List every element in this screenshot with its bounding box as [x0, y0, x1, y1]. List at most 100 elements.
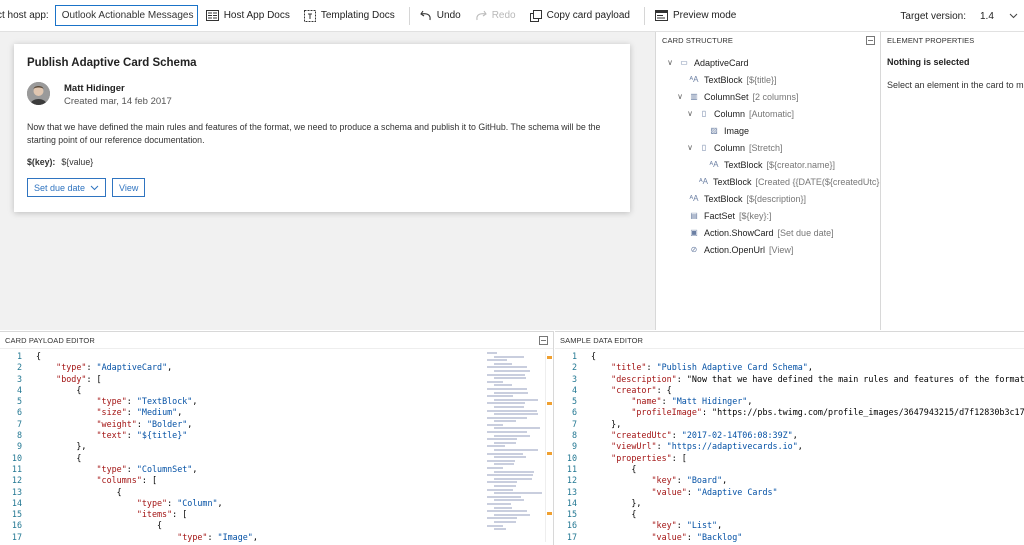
tree-item-hint: [${title}] [746, 74, 777, 85]
host-app-select[interactable]: Outlook Actionable Messages [54, 5, 198, 26]
tree-item-column[interactable]: ∨▯Column[Automatic] [657, 105, 880, 122]
tree-item-column[interactable]: ∨▯Column[Stretch] [657, 139, 880, 156]
payload-minimap[interactable] [487, 352, 545, 542]
tree-item-hint: [${description}] [746, 193, 807, 204]
undo-button[interactable]: Undo [420, 10, 461, 21]
tree-item-hint: [2 columns] [752, 91, 799, 102]
code-text: "type": "Column", [136, 497, 223, 508]
minimap-line [487, 452, 523, 455]
target-version-select[interactable]: 1.4 [980, 11, 1018, 22]
code-line: 17 "type": "Image", [0, 532, 553, 543]
tree-item-label: Image [724, 125, 750, 136]
chevron-down-icon[interactable]: ∨ [687, 143, 693, 152]
code-text: }, [591, 418, 622, 429]
line-number: 4 [16, 384, 22, 395]
code-text: { [591, 351, 597, 361]
payload-editor-title: CARD PAYLOAD EDITOR [5, 335, 95, 345]
minimap-line [494, 484, 516, 487]
tree-item-label: TextBlock [712, 176, 752, 187]
collapse-icon[interactable] [866, 36, 875, 45]
code-text: "type": "TextBlock", [96, 396, 198, 407]
column-icon: ▯ [701, 143, 707, 152]
code-line: 15 { [555, 509, 1024, 520]
line-number: 13 [566, 486, 577, 497]
redo-button[interactable]: Redo [475, 10, 516, 21]
line-number: 17 [566, 531, 577, 542]
code-line: 13 "value": "Adaptive Cards" [555, 487, 1024, 498]
preview-mode-button[interactable]: Preview mode [654, 10, 737, 21]
code-line: 14 }, [555, 498, 1024, 509]
chevron-down-icon[interactable]: ∨ [667, 58, 673, 67]
fact-value: ${value} [61, 157, 94, 167]
code-text: "type": "ColumnSet", [96, 463, 198, 474]
code-text: { [591, 509, 637, 520]
minimap-line [487, 459, 515, 462]
line-number: 4 [571, 384, 577, 395]
template-icon [303, 9, 316, 22]
line-number: 6 [571, 407, 577, 418]
undo-label: Undo [436, 10, 461, 21]
code-line: 7 }, [555, 419, 1024, 430]
code-line: 8 "text": "${title}" [0, 430, 553, 441]
code-line: 11 { [555, 464, 1024, 475]
templating-docs-button[interactable]: Templating Docs [303, 9, 395, 22]
minimap-line [487, 387, 527, 390]
copy-payload-button[interactable]: Copy card payload [529, 9, 630, 22]
creator-row: Matt Hidinger Created mar, 14 feb 2017 [27, 81, 617, 107]
minimap-line [494, 362, 512, 365]
code-text: "weight": "Bolder", [96, 418, 193, 429]
set-due-date-button[interactable]: Set due date [27, 178, 107, 197]
view-button[interactable]: View [112, 178, 146, 197]
preview-mode-label: Preview mode [672, 10, 737, 21]
tree-item-label: Column [714, 142, 746, 153]
minimap-line [494, 528, 506, 531]
collapse-icon[interactable] [539, 335, 548, 345]
tree-item-action-showcard[interactable]: ▣Action.ShowCard[Set due date] [657, 224, 880, 241]
minimap-line [487, 402, 525, 405]
chevron-down-icon[interactable]: ∨ [677, 92, 683, 101]
chevron-down-icon[interactable]: ∨ [687, 109, 693, 118]
payload-scrollbar[interactable] [545, 352, 553, 542]
minimap-line [487, 474, 533, 477]
code-text: "size": "Medium", [96, 407, 183, 418]
code-line: 10 "properties": [ [555, 453, 1024, 464]
line-number: 7 [16, 418, 22, 429]
tree-item-label: Column [714, 108, 746, 119]
data-code-area[interactable]: 1{2 "title": "Publish Adaptive Card Sche… [555, 351, 1024, 545]
payload-code-area[interactable]: 1{2 "type": "AdaptiveCard",3 "body": [4 … [0, 351, 553, 545]
tree-item-factset[interactable]: ▤FactSet[${key}:] [657, 207, 880, 224]
tree-item-image[interactable]: ▨Image [657, 122, 880, 139]
code-text: "key": "Board", [651, 475, 728, 486]
minimap-line [494, 398, 538, 401]
minimap-line [487, 438, 517, 441]
text-icon: ᴬA [689, 194, 699, 203]
tree-item-columnset[interactable]: ∨▥ColumnSet[2 columns] [657, 88, 880, 105]
minimap-line [494, 355, 524, 358]
adaptive-card[interactable]: Publish Adaptive Card Schema Matt Hiding… [14, 44, 630, 212]
code-text: "value": "Backlog" [651, 531, 743, 542]
line-number: 2 [16, 362, 22, 373]
line-number: 9 [16, 441, 22, 452]
card-actions: Set due date View [27, 178, 617, 197]
code-text: }, [36, 441, 87, 452]
host-app-docs-label: Host App Docs [223, 10, 290, 21]
line-number: 6 [16, 407, 22, 418]
code-line: 16 { [0, 520, 553, 531]
host-app-docs-button[interactable]: Host App Docs [205, 10, 290, 21]
element-properties-header: ELEMENT PROPERTIES [882, 32, 1024, 49]
code-line: 13 { [0, 487, 553, 498]
code-line: 6 "size": "Medium", [0, 407, 553, 418]
document-icon [205, 10, 219, 21]
code-text: "name": "Matt Hidinger", [631, 396, 753, 407]
code-line: 17 "value": "Backlog" [555, 532, 1024, 543]
code-line: 5 "name": "Matt Hidinger", [555, 396, 1024, 407]
card-payload-editor: CARD PAYLOAD EDITOR 1{2 "type": "Adaptiv… [0, 331, 554, 545]
tree-item-action-openurl[interactable]: ⊘Action.OpenUrl[View] [657, 241, 880, 258]
tree-item-adaptivecard[interactable]: ∨▭AdaptiveCard [657, 54, 880, 71]
code-text: "type": "AdaptiveCard", [56, 362, 173, 373]
